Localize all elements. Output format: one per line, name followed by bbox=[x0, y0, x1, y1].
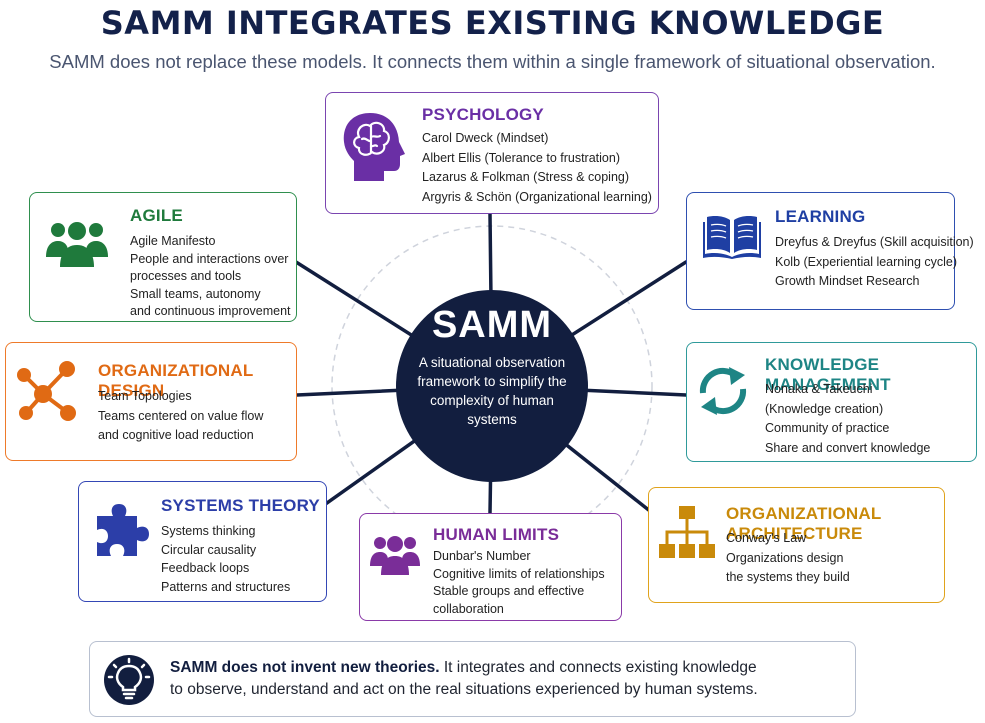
cycle-arrows-icon bbox=[699, 367, 747, 415]
list-item: Systems thinking bbox=[161, 524, 256, 538]
list-item: Argyris & Schön (Organizational learning… bbox=[422, 189, 652, 204]
learning-list: Dreyfus & Dreyfus (Skill acquisition) Ko… bbox=[775, 233, 974, 292]
list-item: Kolb (Experiential learning cycle) bbox=[775, 254, 958, 269]
list-item: Team Topologies bbox=[98, 389, 192, 403]
org-chart-icon bbox=[659, 506, 715, 558]
puzzle-piece-icon bbox=[97, 504, 149, 556]
list-item: Organizations design bbox=[726, 550, 844, 565]
list-item: Stable groups and effective bbox=[433, 584, 585, 598]
agile-title: AGILE bbox=[130, 206, 183, 225]
human-limits-title: HUMAN LIMITS bbox=[433, 525, 560, 544]
list-item: Cognitive limits of relationships bbox=[433, 566, 605, 581]
list-item: Dreyfus & Dreyfus (Skill acquisition) bbox=[775, 235, 974, 249]
summary-note: SAMM does not invent new theories. It in… bbox=[89, 641, 856, 717]
list-item: processes and tools bbox=[130, 269, 242, 283]
organizational-architecture-card: ORGANIZATIONAL ARCHITECTURE Conway's Law… bbox=[648, 487, 945, 603]
learning-card: LEARNING Dreyfus & Dreyfus (Skill acquis… bbox=[686, 192, 974, 310]
page-title: SAMM INTEGRATES EXISTING KNOWLEDGE bbox=[100, 4, 885, 42]
network-nodes-icon bbox=[17, 361, 76, 421]
list-item: Share and convert knowledge bbox=[765, 440, 931, 455]
systems-theory-title: SYSTEMS THEORY bbox=[161, 496, 320, 515]
psychology-title: PSYCHOLOGY bbox=[422, 105, 544, 124]
organizational-architecture-title: ORGANIZATIONAL ARCHITECTURE bbox=[726, 504, 882, 543]
list-item: and continuous improvement bbox=[130, 304, 291, 318]
list-item: collaboration bbox=[433, 601, 504, 616]
list-item: People and interactions over bbox=[130, 251, 289, 266]
summary-bold: SAMM does not invent new theories. bbox=[170, 659, 440, 676]
list-item: Lazarus & Folkman (Stress & coping) bbox=[422, 170, 630, 184]
knowledge-management-card: KNOWLEDGE MANAGEMENT Nonaka & Takeuchi (… bbox=[686, 342, 977, 462]
organizational-architecture-list: Conway's Law Organizations design the sy… bbox=[726, 529, 850, 588]
list-item: Carol Dweck (Mindset) bbox=[422, 131, 549, 145]
samm-hub: SAMM A situational observation framework… bbox=[396, 290, 588, 482]
agile-list: Agile Manifesto People and interactions … bbox=[130, 233, 291, 321]
human-limits-list: Dunbar's Number Cognitive limits of rela… bbox=[433, 548, 605, 618]
list-item: Dunbar's Number bbox=[433, 549, 531, 563]
list-item: Small teams, autonomy bbox=[130, 286, 261, 301]
group-icon bbox=[370, 536, 420, 575]
agile-card: AGILE Agile Manifesto People and interac… bbox=[29, 192, 297, 322]
psychology-card: PSYCHOLOGY Carol Dweck (Mindset) Albert … bbox=[325, 92, 659, 214]
hub-description: A situational observation framework to s… bbox=[417, 355, 567, 427]
knowledge-management-list: Nonaka & Takeuchi (Knowledge creation) C… bbox=[765, 380, 930, 458]
human-limits-card: HUMAN LIMITS Dunbar's Number Cognitive l… bbox=[359, 513, 622, 621]
learning-title: LEARNING bbox=[775, 207, 866, 226]
list-item: and cognitive load reduction bbox=[98, 428, 254, 442]
organizational-design-card: ORGANIZATIONAL DESIGN Team Topologies Te… bbox=[5, 342, 297, 461]
psychology-list: Carol Dweck (Mindset) Albert Ellis (Tole… bbox=[422, 129, 652, 207]
lightbulb-icon bbox=[104, 655, 154, 705]
team-icon bbox=[46, 222, 108, 267]
summary-text: SAMM does not invent new theories. It in… bbox=[170, 657, 758, 701]
list-item: (Knowledge creation) bbox=[765, 401, 884, 416]
organizational-design-title: ORGANIZATIONAL DESIGN bbox=[98, 361, 254, 400]
organizational-design-list: Team Topologies Teams centered on value … bbox=[98, 387, 263, 446]
book-icon bbox=[703, 216, 761, 259]
list-item: Feedback loops bbox=[161, 561, 250, 575]
head-brain-icon bbox=[343, 113, 405, 181]
list-item: Albert Ellis (Tolerance to frustration) bbox=[422, 150, 620, 165]
list-item: the systems they build bbox=[726, 570, 850, 584]
systems-theory-card: SYSTEMS THEORY Systems thinking Circular… bbox=[78, 481, 327, 602]
list-item: Nonaka & Takeuchi bbox=[765, 382, 873, 396]
list-item: Conway's Law bbox=[726, 531, 807, 545]
list-item: Teams centered on value flow bbox=[98, 408, 264, 423]
knowledge-management-title: KNOWLEDGE MANAGEMENT bbox=[765, 355, 891, 394]
dashed-ring bbox=[331, 225, 653, 547]
hub-title: SAMM bbox=[431, 304, 553, 346]
list-item: Community of practice bbox=[765, 421, 890, 435]
list-item: Agile Manifesto bbox=[130, 234, 216, 248]
list-item: Circular causality bbox=[161, 542, 257, 557]
list-item: Patterns and structures bbox=[161, 579, 291, 594]
page-subtitle: SAMM does not replace these models. It c… bbox=[49, 51, 936, 72]
systems-theory-list: Systems thinking Circular causality Feed… bbox=[161, 522, 290, 596]
summary-line2: to observe, understand and act on the re… bbox=[170, 681, 758, 698]
summary-line1: It integrates and connects existing know… bbox=[439, 659, 757, 676]
list-item: Growth Mindset Research bbox=[775, 274, 920, 288]
